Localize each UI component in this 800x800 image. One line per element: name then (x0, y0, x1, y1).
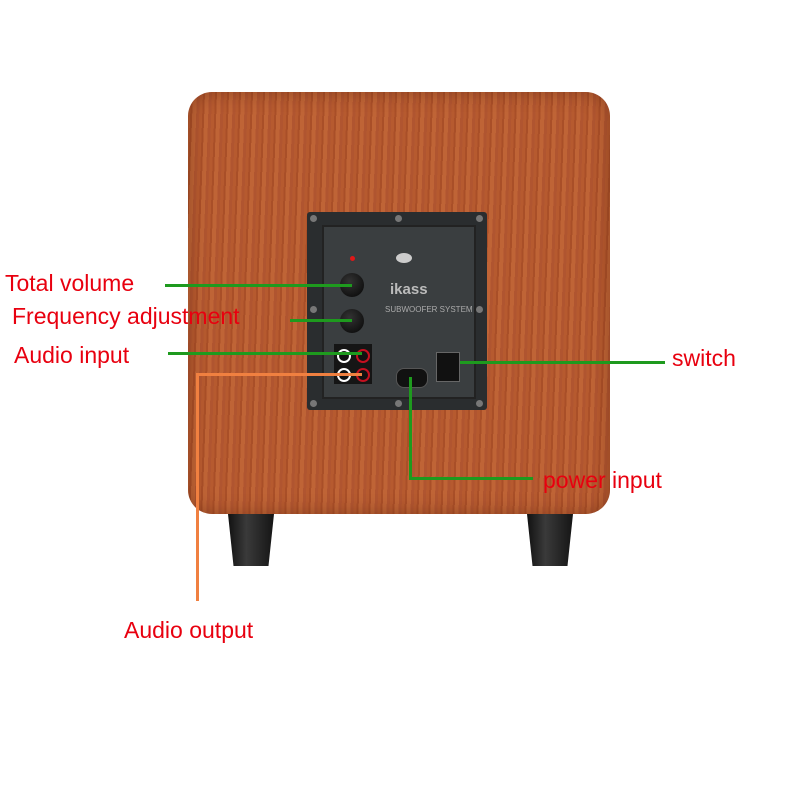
power-pointer-line (409, 477, 533, 480)
label-switch: switch (672, 345, 736, 371)
volume-pointer-line (165, 284, 352, 287)
label-audio-output: Audio output (124, 617, 254, 643)
label-frequency-adjustment: Frequency adjustment (12, 303, 240, 329)
screw-icon (476, 306, 483, 313)
audio-output-pointer-line-vertical (196, 373, 199, 601)
power-socket[interactable] (396, 368, 428, 388)
panel-subtitle: SUBWOOFER SYSTEM (385, 305, 473, 314)
label-power-input: power input (543, 467, 662, 493)
switch-pointer-line (460, 361, 665, 364)
left-foot (228, 514, 274, 566)
screw-icon (310, 400, 317, 407)
badge-icon (396, 253, 412, 263)
label-total-volume: Total volume (5, 270, 135, 296)
screw-icon (395, 400, 402, 407)
right-foot (527, 514, 573, 566)
screw-icon (476, 400, 483, 407)
power-switch[interactable] (436, 352, 460, 382)
power-led (350, 256, 355, 261)
screw-icon (310, 215, 317, 222)
screw-icon (310, 306, 317, 313)
power-pointer-line-vertical (409, 377, 412, 479)
audio-output-pointer-line (196, 373, 362, 376)
audio-input-pointer-line (168, 352, 362, 355)
frequency-pointer-line (290, 319, 352, 322)
brand-logo: ikass (390, 281, 428, 298)
screw-icon (476, 215, 483, 222)
screw-icon (395, 215, 402, 222)
label-audio-input: Audio input (14, 342, 130, 368)
